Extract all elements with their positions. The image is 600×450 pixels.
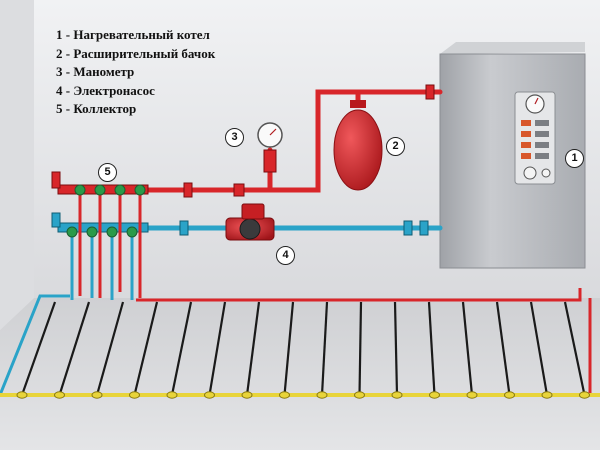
floor-pipe-loop [208, 301, 227, 396]
floor-fitting [391, 391, 403, 399]
floor-fitting [504, 391, 515, 399]
floor-fitting [316, 391, 328, 399]
callout-collector: 5 [98, 163, 117, 182]
floor-fitting [466, 391, 478, 399]
floor-fitting [129, 391, 140, 399]
boiler [439, 42, 586, 269]
floor-fitting [91, 391, 103, 399]
floor-fittings [16, 391, 590, 399]
floor-fitting [354, 391, 365, 399]
floor-pipe-loop [461, 301, 474, 396]
floor-fitting [16, 391, 28, 399]
floor-pipe-loop [393, 301, 399, 396]
legend-item: 2 - Расширительный бачок [56, 45, 216, 61]
floor-pipe-loop [320, 301, 329, 396]
collector-loops [70, 194, 142, 300]
floor-pipe-loop [95, 301, 125, 396]
floor-pipe-loop [245, 301, 261, 396]
callout-pressure-gauge: 3 [225, 128, 244, 147]
floor-fitting [279, 391, 290, 399]
floor-pipe-loop [283, 301, 295, 396]
circulation-pump [225, 203, 275, 241]
collector-valves [66, 184, 146, 238]
floor-fitting [429, 391, 440, 399]
floor-pipe-loop [495, 301, 511, 396]
floor-fitting [54, 391, 65, 399]
floor-pipe-loop [170, 301, 193, 396]
legend: 1 - Нагревательный котел 2 - Расширитель… [56, 26, 215, 119]
legend-item: 4 - Электронасос [56, 82, 155, 98]
floor-fitting [204, 391, 215, 399]
callout-pump: 4 [276, 246, 295, 265]
floor-pipe-loop [529, 301, 549, 396]
floor-fitting [166, 391, 178, 399]
floor-pipe-loop [58, 301, 91, 396]
legend-item: 1 - Нагревательный котел [56, 27, 210, 42]
legend-item: 5 - Коллектор [56, 101, 137, 116]
floor-fitting [579, 391, 590, 399]
expansion-tank [333, 100, 383, 191]
return-valves [179, 220, 429, 236]
legend-item: 3 - Манометр [56, 64, 135, 79]
wall-shadow [0, 0, 34, 330]
floor-pipe-loop [427, 301, 436, 396]
floor-pipe-loop [358, 301, 363, 396]
floor-fitting [241, 391, 253, 399]
floor-fitting [541, 391, 553, 399]
floor-manifold [0, 288, 592, 396]
underfloor-pipes [20, 301, 586, 396]
callout-boiler: 1 [565, 149, 584, 168]
floor-pipe-loop [133, 301, 159, 396]
floor-pipe-loop [563, 301, 586, 396]
callout-expansion-tank: 2 [386, 137, 405, 156]
pressure-gauge [257, 122, 283, 173]
floor-pipe-loop [20, 301, 57, 396]
floor [0, 298, 600, 450]
supply-valves [183, 84, 435, 198]
